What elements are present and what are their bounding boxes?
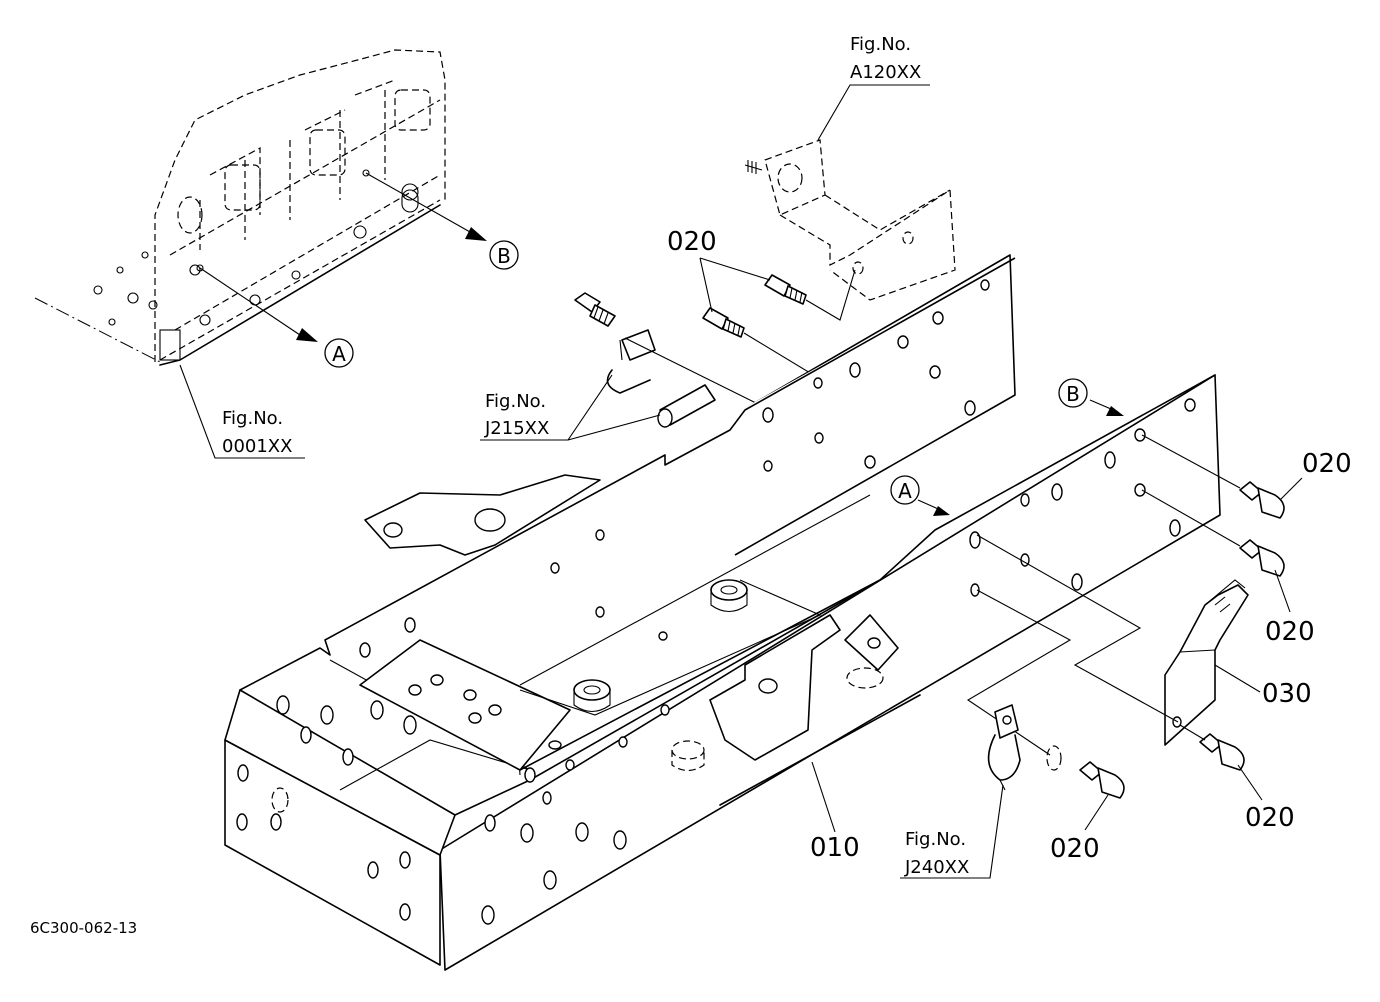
frame-holes bbox=[236, 279, 1196, 925]
fig-top-line2: A120XX bbox=[850, 62, 921, 83]
leader-fig-j215xx bbox=[480, 374, 661, 441]
bolt-right-2 bbox=[1141, 489, 1285, 577]
leader-fig-0001xx bbox=[179, 364, 305, 459]
frame-arrow-b bbox=[1089, 399, 1124, 416]
bolt-right-3 bbox=[1199, 733, 1245, 771]
part-020-top: 020 bbox=[667, 227, 717, 257]
bolt-top-1 bbox=[764, 269, 856, 321]
marker-a-left: A bbox=[332, 342, 346, 366]
marker-b-left: B bbox=[497, 244, 511, 268]
part-020-bottom: 020 bbox=[1050, 834, 1100, 864]
marker-circle-b-left bbox=[489, 240, 519, 270]
marker-a-right: A bbox=[898, 479, 912, 503]
fig-engine-line2: 0001XX bbox=[222, 436, 292, 457]
clip-left-assembly bbox=[574, 292, 771, 428]
frame-arrow-a bbox=[917, 499, 950, 516]
leader-fig-a120xx bbox=[817, 84, 930, 141]
fig-clip-left-line2: J215XX bbox=[484, 418, 549, 439]
engine-arrow-a bbox=[199, 267, 318, 342]
leader-fig-j240xx bbox=[900, 784, 1004, 879]
part-020-right-1: 020 bbox=[1302, 449, 1352, 479]
clip-bottom-assembly bbox=[987, 704, 1021, 791]
leader-020-bottom bbox=[1084, 794, 1109, 831]
engine-arrow-b bbox=[365, 172, 487, 241]
part-020-right-2: 020 bbox=[1265, 617, 1315, 647]
part-020-right-3: 020 bbox=[1245, 803, 1295, 833]
part-030: 030 bbox=[1262, 679, 1312, 709]
marker-b-right: B bbox=[1066, 382, 1080, 406]
marker-circle-a-right bbox=[890, 475, 920, 505]
bolt-bottom bbox=[1046, 745, 1125, 799]
fig-clip-bottom-line2: J240XX bbox=[904, 857, 969, 878]
marker-circle-b-right bbox=[1058, 378, 1088, 408]
marker-circle-a-left bbox=[324, 338, 354, 368]
leader-020-right-3 bbox=[1237, 764, 1263, 801]
top-bracket-reference bbox=[744, 139, 956, 301]
leader-020-right-2 bbox=[1274, 569, 1291, 613]
fig-clip-bottom-line1: Fig.No. bbox=[905, 829, 966, 850]
main-frame bbox=[224, 254, 1221, 971]
bracket-030 bbox=[1164, 579, 1249, 746]
fig-top-line1: Fig.No. bbox=[850, 34, 911, 55]
leader-020-top bbox=[699, 257, 771, 313]
leader-010 bbox=[811, 761, 836, 833]
leader-030 bbox=[1214, 664, 1261, 693]
engine-block-reference bbox=[34, 49, 446, 366]
drawing-code: 6C300-062-13 bbox=[30, 919, 137, 937]
bolt-right-1 bbox=[1141, 434, 1285, 519]
fig-clip-left-line1: Fig.No. bbox=[485, 391, 546, 412]
part-010: 010 bbox=[810, 833, 860, 863]
leader-020-right-1 bbox=[1279, 477, 1303, 501]
fig-engine-line1: Fig.No. bbox=[222, 408, 283, 429]
